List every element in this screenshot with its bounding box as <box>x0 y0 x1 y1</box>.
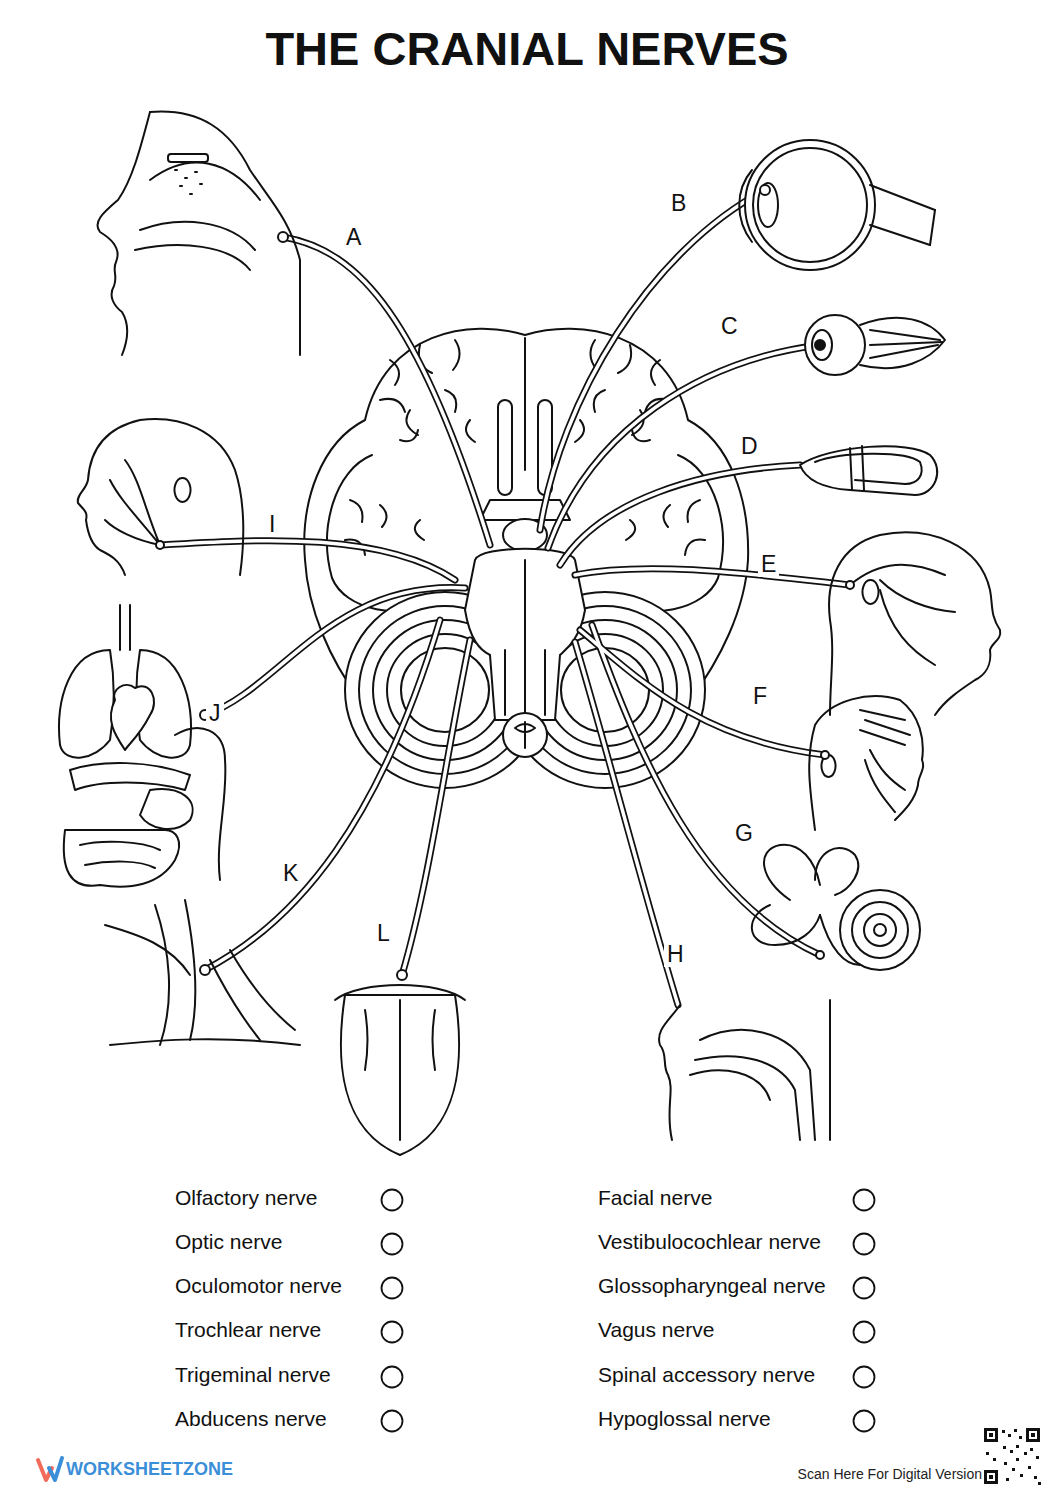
callout-letter: G <box>732 820 756 846</box>
callout-letter: I <box>266 511 278 537</box>
pharynx-figure <box>659 1000 830 1140</box>
nerve-name: Spinal accessory nerve <box>598 1363 815 1387</box>
nerve-name: Vagus nerve <box>598 1318 714 1342</box>
callout-letter: C <box>718 313 741 339</box>
nerve-name: Optic nerve <box>175 1230 282 1254</box>
eye-muscle-figure <box>805 315 945 375</box>
nerve-name: Olfactory nerve <box>175 1186 317 1210</box>
facial-muscle-figure <box>809 696 923 830</box>
nerve-name: Hypoglossal nerve <box>598 1407 771 1431</box>
callout-letter: H <box>664 941 687 967</box>
tongue-figure <box>335 970 465 1155</box>
callout-letter: J <box>206 700 224 726</box>
callout-letter: D <box>738 433 761 459</box>
nerve-name: Vestibulocochlear nerve <box>598 1230 821 1254</box>
nerve-name: Facial nerve <box>598 1186 712 1210</box>
nerve-name: Trochlear nerve <box>175 1318 321 1342</box>
callout-letter: B <box>668 190 689 216</box>
callout-letter: A <box>343 224 364 250</box>
nerve-name: Oculomotor nerve <box>175 1274 342 1298</box>
nerve-name: Abducens nerve <box>175 1407 327 1431</box>
callout-letter: L <box>374 920 393 946</box>
page-title: THE CRANIAL NERVES <box>0 22 1054 76</box>
scan-note: Scan Here For Digital Version <box>798 1466 982 1482</box>
neck-muscle-figure <box>105 900 300 1045</box>
callout-letter: E <box>758 551 779 577</box>
head-profile-figure <box>78 419 244 575</box>
answer-circles <box>382 1190 875 1432</box>
nerve-name: Glossopharyngeal nerve <box>598 1274 826 1298</box>
eyeball-figure <box>739 140 935 270</box>
qr-code <box>984 1428 1041 1485</box>
nerve-name: Trigeminal nerve <box>175 1363 331 1387</box>
face-figure <box>829 532 1000 715</box>
nasal-cavity-figure <box>97 112 300 355</box>
brand-name: WORKSHEETZONE <box>66 1459 233 1480</box>
brand-logo <box>38 1458 62 1480</box>
inner-ear-figure <box>752 845 920 970</box>
visceral-organs-figure <box>59 605 225 887</box>
nerve-lines <box>160 190 850 1005</box>
callout-letter: F <box>750 683 770 709</box>
callout-letter: K <box>280 860 301 886</box>
trochlea-figure <box>800 446 937 495</box>
brain <box>304 329 748 788</box>
